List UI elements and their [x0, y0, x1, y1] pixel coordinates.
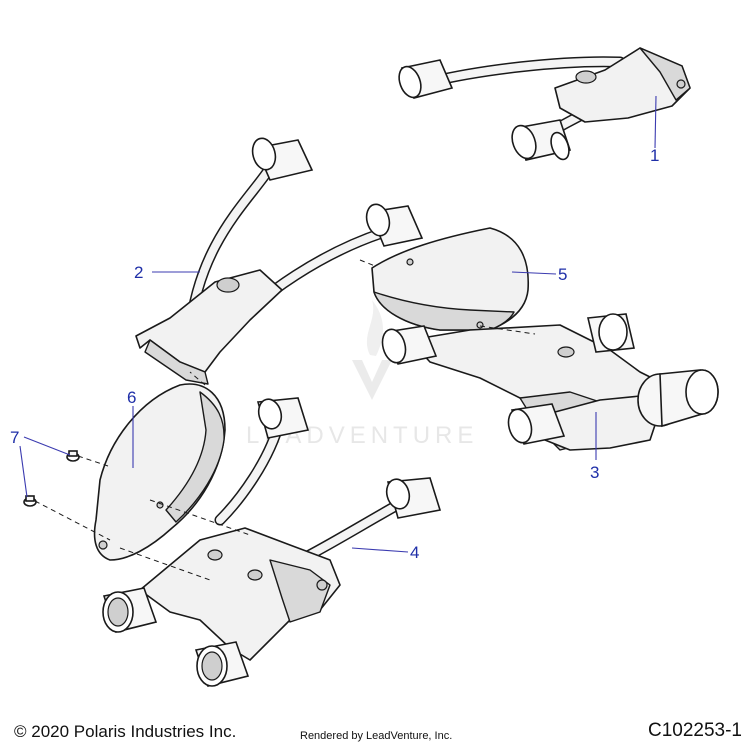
callout-leaders [19, 95, 657, 553]
fastener [23, 495, 37, 507]
callout-1: 1 [650, 146, 659, 165]
part-7-fasteners [23, 450, 80, 507]
part-5-a-arm-guard [371, 227, 530, 331]
part-1-upper-control-arm-right [398, 47, 691, 161]
bushing [398, 59, 454, 99]
rendered-by-text: Rendered by LeadVenture, Inc. [300, 730, 453, 742]
bushing [637, 369, 719, 428]
bushing [381, 325, 438, 365]
bushing [587, 313, 635, 353]
callout-5: 5 [558, 265, 567, 284]
callouts: 1 2 3 4 5 6 7 [10, 146, 659, 562]
watermark-flame-icon [366, 300, 383, 356]
callout-3: 3 [590, 463, 599, 482]
fastener [66, 450, 80, 462]
callout-4: 4 [410, 543, 419, 562]
bushing [256, 397, 310, 439]
bushing [365, 203, 424, 247]
bushing [507, 403, 566, 445]
part-6-a-arm-guard [93, 383, 226, 561]
bushing [511, 119, 572, 161]
callout-6: 6 [127, 388, 136, 407]
watermark-logo-icon [352, 360, 392, 400]
bushing [385, 477, 442, 519]
figure-id: C102253-1 [647, 720, 742, 741]
bushing [251, 137, 314, 181]
bushing [102, 587, 158, 633]
callout-7: 7 [10, 428, 19, 447]
assembly-lines [34, 259, 536, 581]
part-4-lower-control-arm-left [102, 397, 442, 687]
copyright-text: © 2020 Polaris Industries Inc. [14, 722, 237, 741]
bushing [194, 641, 250, 687]
callout-2: 2 [134, 263, 143, 282]
part-2-upper-control-arm-left [135, 137, 424, 385]
part-3-lower-control-arm-right [381, 313, 719, 451]
